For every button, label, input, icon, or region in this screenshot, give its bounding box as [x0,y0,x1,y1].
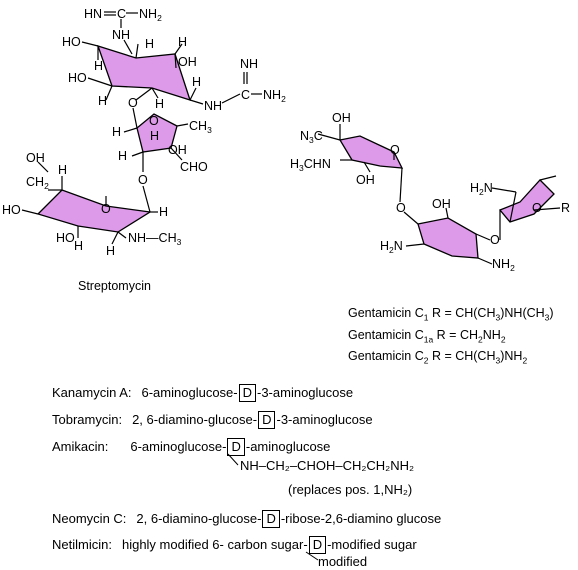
label-o-ring-3: O [101,202,111,216]
label-oh-g2: OH [356,173,375,187]
label-nh-top: NH [112,28,130,42]
kanamycin-row: Kanamycin A:6-aminoglucose-D-3-aminogluc… [52,384,354,402]
streptose-ring [136,113,178,153]
label-ch2: CH2 [26,175,49,191]
label-c-guanidine: C [241,88,250,102]
label-c-top: C [117,7,126,21]
label-oh-ch2: OH [26,151,45,165]
label-nh-guanidine: NH [204,99,222,113]
label-h-top-right: H [178,35,187,49]
label-oh-g: OH [332,111,351,125]
gentamicin-variant-c2: Gentamicin C2 R = CH(CH3)NH2 [348,349,528,366]
label-nh2-top: NH2 [139,7,162,23]
netilmicin-row: Netilmicin:highly modified 6- carbon sug… [52,536,417,554]
neomycin-row: Neomycin C:2, 6-diamino-glucose-D-ribose… [52,510,442,528]
amikacin-row: Amikacin:6-aminoglucose-D-aminoglucose [52,438,331,456]
label-ho-b: HO [56,231,75,245]
label-oh-g3: OH [432,197,451,211]
label-h-c: H [74,239,83,253]
label-n3c: N3C [300,129,323,145]
d-box: D [308,536,327,554]
label-o-link-2: O [138,173,148,187]
d-box: D [258,411,276,429]
gentamicin-structure: N3C OH O H3CHN OH O OH H2N NH2 O H2N O R [290,111,570,273]
label-oh-1: OH [178,55,197,69]
label-h-4: H [155,97,164,111]
amikacin-chain: NH–CH₂–CHOH–CH₂CH₂NH₂ [240,458,415,473]
label-nh2-guanidine: NH2 [263,88,286,104]
label-h-5: H [192,75,201,89]
tobramycin-row: Tobramycin:2, 6-diamino-glucose-D-3-amin… [52,411,373,429]
label-ho-a: HO [2,203,21,217]
label-h-r2: H [150,129,159,143]
d-box: D [238,384,256,402]
label-h-r3: H [118,149,127,163]
label-h-r1: H [112,125,121,139]
label-r-g: R [561,201,570,215]
d-box: D [262,510,280,528]
label-o-g1: O [390,143,400,157]
label-o-ring-2: O [149,114,159,128]
gentamicin-variant-c1a: Gentamicin C1a R = CH2NH2 [348,328,506,345]
label-nh-ch3: NH—CH3 [128,231,182,247]
label-ho-1: HO [62,35,81,49]
label-o-g3: O [532,201,542,215]
label-nh2-g: NH2 [492,257,515,273]
label-h3chn: H3CHN [290,157,331,173]
label-ch3-ring-2: CH3 [189,119,212,135]
label-h-2: H [145,37,154,51]
d-box: D [227,438,245,456]
label-hn-top: HN [84,7,102,21]
label-h2n-g: H2N [380,239,403,255]
label-h-a: H [58,163,67,177]
gentamicin-variant-c1: Gentamicin C1 R = CH(CH3)NH(CH3) [348,306,554,323]
label-h-3: H [98,94,107,108]
label-nh-imine: NH [240,57,258,71]
label-o-link-2: O [490,233,500,247]
label-h-d: H [106,244,115,258]
streptomycin-structure: HN C NH2 NH HO H H H OH HO H H H NH C NH… [2,7,286,293]
amikacin-note: (replaces pos. 1,NH₂) [288,482,413,497]
label-h2n-g2: H2N [470,181,493,197]
label-ho-2: HO [68,71,87,85]
label-o-link-1: O [128,96,138,110]
label-h-1: H [94,59,103,73]
label-h-b: H [159,205,168,219]
label-o-link: O [396,201,406,215]
netilmicin-note: modified [318,554,368,569]
label-oh-ring-2: OH [168,143,187,157]
label-cho: CHO [180,160,208,174]
streptomycin-caption: Streptomycin [78,279,151,293]
